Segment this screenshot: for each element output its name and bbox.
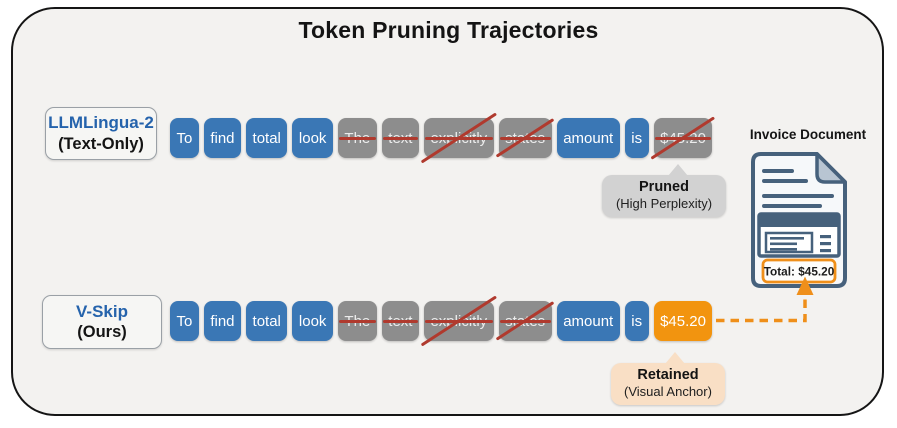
token-look: look [292, 118, 333, 158]
method-label-vskip: V-Skip (Ours) [42, 295, 162, 349]
method-subtitle: (Text-Only) [58, 134, 144, 153]
token-is: is [624, 301, 649, 341]
token-the: The [337, 301, 377, 341]
token-find: find [203, 301, 242, 341]
token-4520: $45.20 [653, 301, 713, 341]
page-title: Token Pruning Trajectories [298, 17, 599, 43]
token-total: total [246, 118, 288, 158]
token-find: find [203, 118, 242, 158]
pruned-callout: Pruned (High Perplexity) [602, 163, 726, 218]
token-to: To [170, 118, 199, 158]
token-text: text [381, 301, 419, 341]
method-name: LLMLingua-2 [48, 113, 154, 133]
token-total: total [246, 301, 288, 341]
token-explicitly: explicitly [423, 301, 494, 341]
invoice-document-icon: Total: $45.20 [751, 152, 847, 288]
method-subtitle: (Ours) [77, 323, 127, 342]
retained-callout-title: Retained [637, 367, 699, 383]
pruned-callout-subtitle: (High Perplexity) [615, 196, 713, 212]
invoice-total-text: Total: $45.20 [764, 265, 835, 279]
retained-callout: Retained (Visual Anchor) [611, 351, 725, 406]
token-text: text [381, 118, 419, 158]
method-name: V-Skip [76, 301, 128, 321]
token-to: To [170, 301, 199, 341]
method-label-llmlingua2: LLMLingua-2 (Text-Only) [45, 107, 157, 160]
invoice-document-label: Invoice Document [749, 127, 867, 142]
token-is: is [624, 118, 649, 158]
token-the: The [337, 118, 377, 158]
folded-corner [815, 152, 847, 184]
token-4520: $45.20 [653, 118, 713, 158]
retained-callout-subtitle: (Visual Anchor) [624, 384, 712, 400]
token-look: look [292, 301, 333, 341]
token-explicitly: explicitly [423, 118, 494, 158]
token-amount: amount [556, 118, 620, 158]
token-states: states [498, 301, 552, 341]
token-states: states [498, 118, 552, 158]
pruned-callout-title: Pruned [639, 179, 689, 195]
token-amount: amount [556, 301, 620, 341]
